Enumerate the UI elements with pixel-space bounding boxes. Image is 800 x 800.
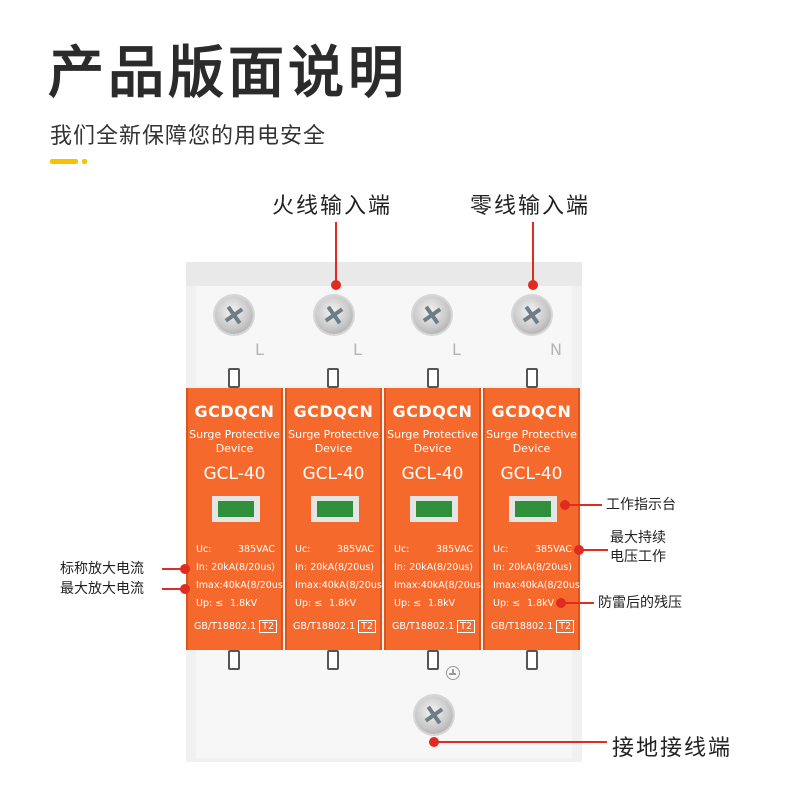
terminal-screw-icon bbox=[315, 296, 353, 334]
module-desc-line1: Surge Protective bbox=[288, 428, 379, 441]
leader-line-indicator bbox=[568, 504, 602, 506]
leader-line-max-voltage bbox=[582, 549, 608, 551]
module-model: GCL-40 bbox=[302, 464, 365, 484]
terminal-screw-icon bbox=[413, 296, 451, 334]
indicator-green bbox=[317, 501, 353, 517]
max-voltage-label-line1: 最大持续 bbox=[610, 530, 666, 546]
live-input-label: 火线输入端 bbox=[272, 194, 393, 219]
pole-letter: L bbox=[255, 340, 264, 359]
terminal-screw-icon bbox=[215, 296, 253, 334]
ground-screw-icon bbox=[415, 696, 453, 734]
leader-line-residual bbox=[564, 602, 594, 604]
terminal-screw-icon bbox=[513, 296, 551, 334]
indicator-green bbox=[416, 501, 452, 517]
residual-voltage-label: 防雷后的残压 bbox=[598, 595, 682, 611]
leader-line-max-current bbox=[162, 588, 184, 590]
spd-module-3: GCDQCN Surge Protective Device GCL-40 Uc… bbox=[384, 388, 485, 650]
module-brand: GCDQCN bbox=[491, 402, 572, 421]
leader-dot-live bbox=[331, 280, 341, 290]
leader-dot-indicator bbox=[560, 500, 570, 510]
lower-terminal-housing bbox=[196, 650, 572, 758]
max-current-label: 最大放大电流 bbox=[60, 581, 144, 597]
module-desc-line1: Surge Protective bbox=[189, 428, 280, 441]
module-brand: GCDQCN bbox=[293, 402, 374, 421]
indicator-window bbox=[311, 496, 359, 522]
module-clip-top bbox=[526, 368, 538, 388]
max-voltage-label-line2: 电压工作 bbox=[610, 549, 666, 565]
leader-line-ground bbox=[437, 741, 607, 743]
module-desc-line1: Surge Protective bbox=[387, 428, 478, 441]
pole-letter: L bbox=[353, 340, 362, 359]
ground-symbol-icon bbox=[446, 666, 460, 680]
spd-module-2: GCDQCN Surge Protective Device GCL-40 Uc… bbox=[285, 388, 386, 650]
module-model: GCL-40 bbox=[401, 464, 464, 484]
module-clip-bottom bbox=[327, 650, 339, 670]
leader-line-neutral bbox=[532, 222, 534, 284]
accent-dot bbox=[82, 159, 87, 164]
module-clip-top bbox=[327, 368, 339, 388]
module-model: GCL-40 bbox=[203, 464, 266, 484]
page-subtitle: 我们全新保障您的用电安全 bbox=[50, 124, 327, 149]
module-desc-line2: Device bbox=[314, 442, 353, 455]
leader-dot-neutral bbox=[528, 280, 538, 290]
module-brand: GCDQCN bbox=[194, 402, 275, 421]
indicator-window bbox=[509, 496, 557, 522]
indicator-green bbox=[515, 501, 551, 517]
module-clip-bottom bbox=[526, 650, 538, 670]
pole-letter: N bbox=[550, 340, 562, 359]
module-desc-line2: Device bbox=[512, 442, 551, 455]
module-clip-top bbox=[427, 368, 439, 388]
accent-bar bbox=[50, 159, 78, 164]
module-desc-line2: Device bbox=[215, 442, 254, 455]
module-model: GCL-40 bbox=[500, 464, 563, 484]
module-desc-line1: Surge Protective bbox=[486, 428, 577, 441]
module-clip-bottom bbox=[427, 650, 439, 670]
indicator-window bbox=[212, 496, 260, 522]
leader-dot-residual bbox=[556, 598, 566, 608]
nominal-current-label: 标称放大电流 bbox=[60, 561, 144, 577]
leader-line-nominal bbox=[162, 568, 184, 570]
module-clip-bottom bbox=[228, 650, 240, 670]
neutral-input-label: 零线输入端 bbox=[470, 194, 591, 219]
indicator-green bbox=[218, 501, 254, 517]
page-title: 产品版面说明 bbox=[48, 41, 408, 106]
pole-letter: L bbox=[452, 340, 461, 359]
leader-line-live bbox=[335, 222, 337, 284]
leader-dot-nominal bbox=[180, 564, 190, 574]
leader-dot-ground bbox=[429, 737, 439, 747]
spd-module-4: GCDQCN Surge Protective Device GCL-40 Uc… bbox=[483, 388, 584, 650]
leader-dot-max-voltage bbox=[574, 545, 584, 555]
upper-terminal-housing bbox=[196, 286, 572, 386]
module-brand: GCDQCN bbox=[392, 402, 473, 421]
spd-module-1: GCDQCN Surge Protective Device GCL-40 Uc… bbox=[186, 388, 287, 650]
module-desc-line2: Device bbox=[413, 442, 452, 455]
leader-dot-max-current bbox=[180, 584, 190, 594]
indicator-label: 工作指示台 bbox=[606, 497, 676, 513]
ground-terminal-label: 接地接线端 bbox=[612, 736, 733, 761]
device-top-cap bbox=[186, 262, 582, 286]
indicator-window bbox=[410, 496, 458, 522]
module-clip-top bbox=[228, 368, 240, 388]
